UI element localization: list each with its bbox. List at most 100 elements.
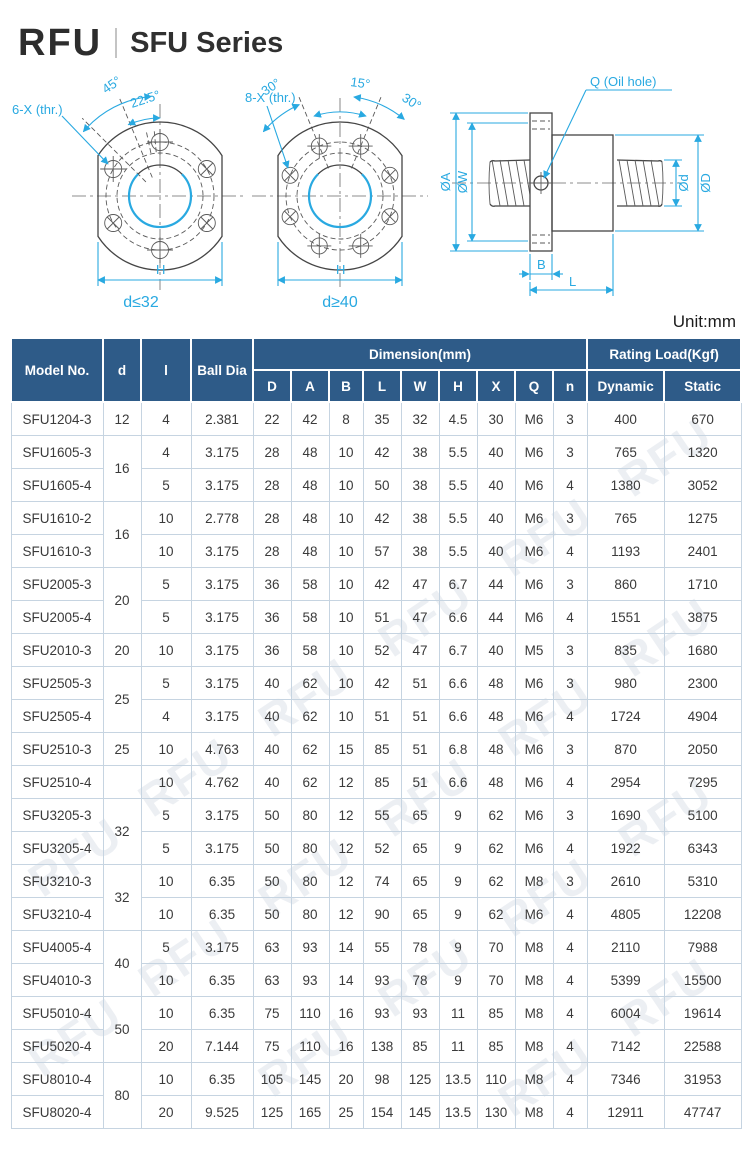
cell-ball: 3.175	[190, 831, 254, 865]
cell-model: SFU1204-3	[10, 401, 104, 436]
col-header-model: Model No.	[10, 337, 104, 403]
cell-n: 4	[552, 534, 588, 568]
cell-L: 57	[362, 534, 402, 568]
cell-A: 62	[290, 765, 330, 799]
cell-A: 80	[290, 897, 330, 931]
cell-n: 3	[552, 501, 588, 535]
cell-D: 63	[252, 963, 292, 997]
cell-H: 6.6	[438, 666, 478, 700]
cell-X: 62	[476, 897, 516, 931]
cell-n: 4	[552, 897, 588, 931]
cell-D: 50	[252, 831, 292, 865]
cell-W: 38	[400, 435, 440, 469]
col-group-rating: Rating Load(Kgf)	[586, 337, 743, 371]
cell-B: 10	[328, 633, 364, 667]
cell-ball: 3.175	[190, 468, 254, 502]
cell-L: 50	[362, 468, 402, 502]
cell-X: 130	[476, 1095, 516, 1129]
cell-X: 44	[476, 567, 516, 601]
cell-B: 25	[328, 1095, 364, 1129]
cell-dyn: 1724	[586, 699, 665, 733]
cell-model: SFU2510-4	[10, 765, 104, 799]
cell-X: 62	[476, 864, 516, 898]
cell-ball: 3.175	[190, 567, 254, 601]
cell-model: SFU3210-3	[10, 864, 104, 898]
cell-dyn: 1380	[586, 468, 665, 502]
cell-L: 42	[362, 501, 402, 535]
cell-D: 63	[252, 930, 292, 964]
cell-model: SFU8020-4	[10, 1095, 104, 1129]
cell-B: 10	[328, 600, 364, 634]
flange-drawing-large: 30° 15° 30° 8-X (thr.) H d≥40	[245, 74, 428, 310]
cell-dyn: 1922	[586, 831, 665, 865]
cell-D: 22	[252, 401, 292, 436]
cell-n: 3	[552, 401, 588, 436]
cell-l: 4	[140, 699, 192, 733]
cell-B: 8	[328, 401, 364, 436]
cell-L: 35	[362, 401, 402, 436]
cell-sta: 7988	[663, 930, 742, 964]
cell-L: 98	[362, 1062, 402, 1096]
dia-W-label: ØW	[455, 170, 470, 193]
bolt-holes-6	[100, 129, 216, 263]
cell-d: 16	[102, 501, 142, 568]
cell-sta: 22588	[663, 1029, 742, 1063]
cell-dyn: 1193	[586, 534, 665, 568]
cell-D: 40	[252, 699, 292, 733]
cell-ball: 6.35	[190, 996, 254, 1030]
cell-W: 51	[400, 699, 440, 733]
cell-H: 9	[438, 930, 478, 964]
cell-H: 6.6	[438, 600, 478, 634]
cell-dyn: 835	[586, 633, 665, 667]
cell-sta: 3052	[663, 468, 742, 502]
screw-shaft-left	[488, 159, 531, 207]
cell-ball: 3.175	[190, 930, 254, 964]
cell-l: 5	[140, 666, 192, 700]
cell-l: 10	[140, 633, 192, 667]
cell-sta: 670	[663, 401, 742, 436]
screw-shaft-right	[616, 159, 664, 207]
cell-B: 10	[328, 699, 364, 733]
cell-l: 10	[140, 501, 192, 535]
cell-Q: M6	[514, 666, 554, 700]
cell-H: 11	[438, 996, 478, 1030]
cell-ball: 3.175	[190, 798, 254, 832]
spec-table: Model No. d l Ball Dia Dimension(mm) Rat…	[10, 337, 743, 1129]
cell-sta: 1680	[663, 633, 742, 667]
cell-X: 48	[476, 765, 516, 799]
cell-A: 62	[290, 732, 330, 766]
cell-B: 12	[328, 897, 364, 931]
cell-ball: 2.381	[190, 401, 254, 436]
cell-ball: 3.175	[190, 633, 254, 667]
cell-H: 9	[438, 864, 478, 898]
cell-W: 32	[400, 401, 440, 436]
cell-ball: 6.35	[190, 1062, 254, 1096]
col-header-L: L	[362, 369, 402, 403]
cell-X: 70	[476, 930, 516, 964]
cell-d: 80	[102, 1062, 142, 1129]
cell-W: 65	[400, 897, 440, 931]
cell-H: 5.5	[438, 501, 478, 535]
cell-A: 58	[290, 567, 330, 601]
b-dim-label: B	[537, 257, 546, 272]
cell-sta: 19614	[663, 996, 742, 1030]
angle-45-label: 45°	[99, 73, 124, 97]
cell-X: 110	[476, 1062, 516, 1096]
cell-D: 75	[252, 1029, 292, 1063]
cell-l: 20	[140, 1029, 192, 1063]
cell-B: 15	[328, 732, 364, 766]
cell-B: 16	[328, 996, 364, 1030]
cell-W: 38	[400, 468, 440, 502]
cell-l: 10	[140, 897, 192, 931]
cell-L: 42	[362, 666, 402, 700]
cell-W: 145	[400, 1095, 440, 1129]
cell-n: 3	[552, 666, 588, 700]
cell-H: 6.8	[438, 732, 478, 766]
cell-X: 70	[476, 963, 516, 997]
cell-n: 3	[552, 732, 588, 766]
cell-l: 10	[140, 765, 192, 799]
cell-dyn: 6004	[586, 996, 665, 1030]
cell-l: 5	[140, 600, 192, 634]
